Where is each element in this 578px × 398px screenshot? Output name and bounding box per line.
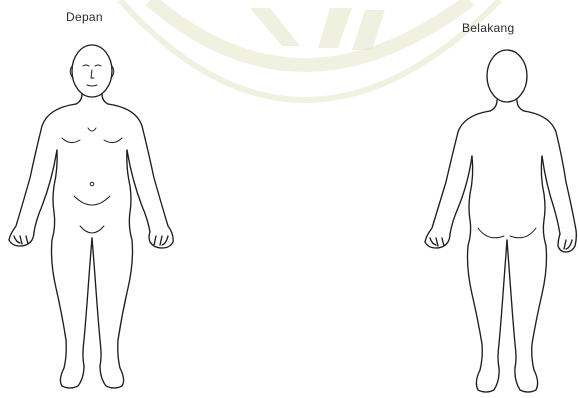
back-right-leg-outer <box>532 246 547 370</box>
back-head <box>487 50 527 102</box>
back-neck-right <box>517 100 524 111</box>
back-left-foot <box>476 368 499 392</box>
back-right-arm-outer <box>524 111 576 246</box>
back-neck-left <box>490 100 497 111</box>
back-buttock-left <box>478 228 504 238</box>
back-left-leg-outer <box>468 246 483 370</box>
back-right-hand <box>558 234 575 252</box>
back-right-foot <box>515 368 538 392</box>
back-left-arm-inner <box>450 156 472 234</box>
back-buttock-right <box>510 228 536 238</box>
back-left-hand <box>425 234 450 248</box>
back-left-leg-inner <box>498 240 507 368</box>
back-left-arm-outer <box>425 111 490 242</box>
back-right-leg-inner <box>507 240 516 368</box>
